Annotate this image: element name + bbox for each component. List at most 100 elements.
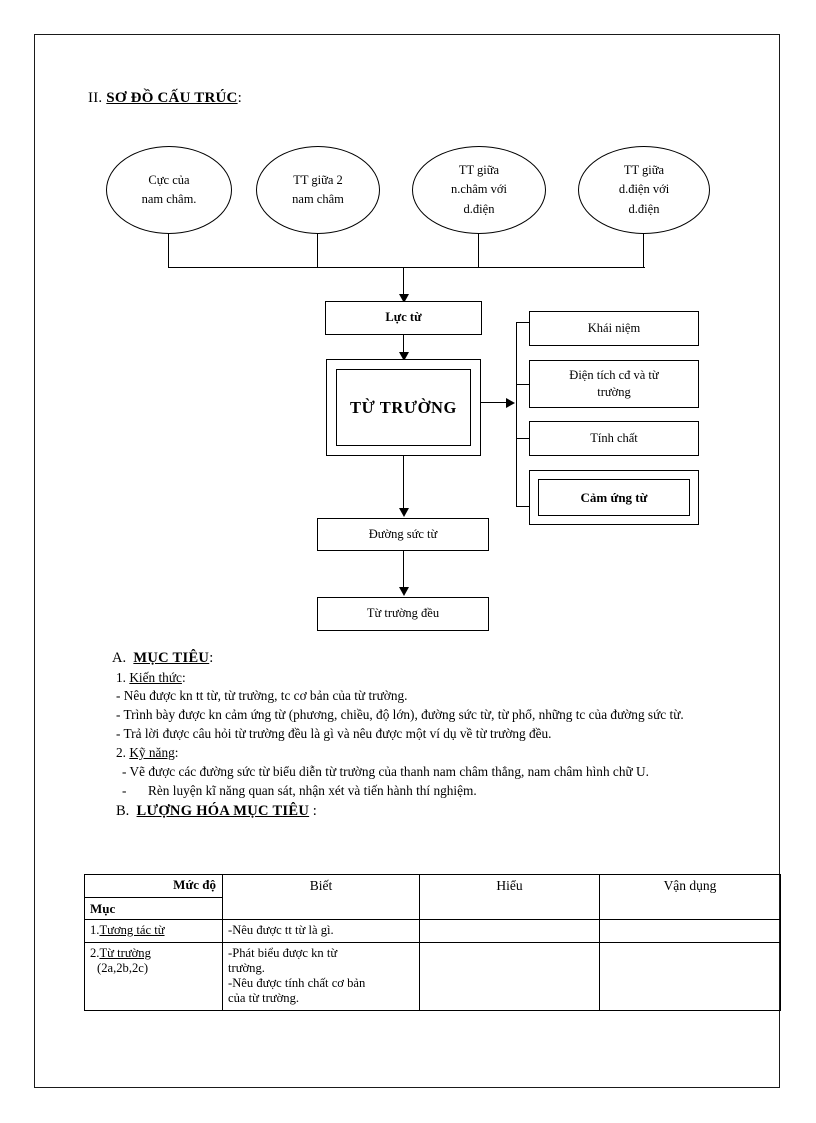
- table-row-2-van-dung: [599, 942, 781, 1011]
- connector-ellipse-4-stub: [643, 232, 645, 268]
- heading-b-luong-hoa-muc-tieu: B. LƯỢNG HÓA MỤC TIÊU :: [112, 801, 732, 822]
- box-tu-truong-deu-label: Từ trường đều: [366, 606, 440, 621]
- subheading-2-title: Kỹ năng: [129, 745, 175, 761]
- connector-branch-vertical-bus: [516, 322, 518, 507]
- connector-branch-3-stub: [516, 438, 530, 440]
- ellipse-2-line-2: nam châm: [292, 192, 344, 206]
- connector-luc-tu-to-tu-truong: [403, 335, 405, 357]
- connector-ellipse-3-stub: [478, 232, 480, 268]
- table-row: 1.Tương tác từ -Nêu được tt từ là gì.: [84, 919, 781, 943]
- page-border: [34, 34, 780, 1088]
- box-tu-truong: TỪ TRƯỜNG: [326, 359, 481, 456]
- objectives-section: A. MỤC TIÊU: 1. Kiến thức: - Nêu được kn…: [112, 648, 732, 821]
- table-row: 2.Từ trường (2a,2b,2c) -Phát biểu được k…: [84, 942, 781, 1011]
- table-row-1-number: 1.: [90, 923, 100, 937]
- table-row-2-biet-line-2: trường.: [228, 961, 265, 975]
- connector-duong-suc-tu-to-tu-truong-deu: [403, 551, 405, 591]
- table-row-2-biet: -Phát biểu được kn từ trường. -Nêu được …: [222, 942, 420, 1011]
- table-row-1-text: Tương tác từ: [99, 923, 165, 937]
- subheading-1-title: Kiến thức: [129, 669, 182, 685]
- table-row-1-biet-line-1: -Nêu được tt từ là gì.: [228, 923, 334, 937]
- ellipse-2-line-1: TT giữa 2: [293, 172, 343, 187]
- box-tinh-chat-label: Tính chất: [590, 430, 638, 445]
- table-header-van-dung: Vận dụng: [599, 874, 781, 920]
- objective-ky-nang-item-1: - Vẽ được các đường sức từ biểu diễn từ …: [122, 763, 649, 779]
- box-khai-niem-label: Khái niệm: [587, 320, 641, 335]
- table-row-2-biet-line-3: -Nêu được tính chất cơ bản: [228, 976, 366, 990]
- table-row-2-biet-line-4: của từ trường.: [228, 991, 300, 1005]
- connector-ellipse-2-stub: [317, 232, 319, 268]
- box-duong-suc-tu-label: Đường sức từ: [368, 526, 438, 541]
- arrow-into-duong-suc-tu: [399, 508, 409, 517]
- objective-ky-nang-item-2-dash: -: [122, 782, 127, 798]
- table-row-2-text: Từ trường: [99, 946, 151, 960]
- section-heading-title: SƠ ĐỒ CẤU TRÚC: [106, 90, 238, 106]
- box-dien-tich-label-line-1: Điện tích cđ và từ: [569, 367, 659, 382]
- connector-ellipse-1-stub: [168, 232, 170, 268]
- connector-tu-truong-to-duong-suc-tu: [403, 456, 405, 512]
- subheading-1-colon: :: [181, 669, 186, 685]
- box-dien-tich-cd-va-tu-truong: Điện tích cđ và từ trường: [529, 360, 699, 408]
- connector-branch-4-stub: [516, 506, 530, 508]
- ellipse-tt-giua-2-nam-cham: TT giữa 2 nam châm: [256, 146, 380, 234]
- ellipse-4-line-3: d.điện: [628, 201, 660, 216]
- table-row-1-van-dung: [599, 919, 781, 943]
- box-luc-tu-label: Lực từ: [385, 310, 422, 325]
- table-row-1-biet: -Nêu được tt từ là gì.: [222, 919, 420, 943]
- subheading-ky-nang: 2. Kỹ năng:: [112, 744, 732, 763]
- connector-tu-truong-to-branch-bus: [481, 402, 507, 404]
- heading-a-muc-tieu: A. MỤC TIÊU:: [112, 648, 732, 669]
- arrow-into-luc-tu: [399, 294, 409, 303]
- subheading-1-number: 1.: [116, 669, 126, 685]
- connector-branch-1-stub: [516, 322, 530, 324]
- heading-b-title: LƯỢNG HÓA MỤC TIÊU: [136, 802, 310, 819]
- box-cam-ung-tu-inner: Cảm ứng từ: [538, 479, 690, 516]
- arrow-into-branch-bus: [506, 398, 515, 408]
- box-khai-niem: Khái niệm: [529, 311, 699, 346]
- connector-branch-2-stub: [516, 384, 530, 386]
- objective-kien-thuc-item-3: - Trả lời được câu hỏi từ trường đều là …: [116, 726, 552, 742]
- subheading-kien-thuc: 1. Kiến thức:: [112, 669, 732, 688]
- box-duong-suc-tu: Đường sức từ: [317, 518, 489, 551]
- heading-a-letter: A.: [112, 650, 127, 666]
- objective-kien-thuc-item-2: - Trình bày được kn cảm ứng từ (phương, …: [116, 707, 684, 723]
- section-heading: II. SƠ ĐỒ CẤU TRÚC:: [88, 90, 242, 107]
- table-header-hieu: Hiểu: [419, 874, 600, 920]
- ellipse-3-line-1: TT giữa: [458, 162, 500, 177]
- table-row-2-sublabel: (2a,2b,2c): [97, 961, 149, 975]
- table-header-biet: Biết: [222, 874, 420, 920]
- box-tinh-chat: Tính chất: [529, 421, 699, 456]
- box-tu-truong-label: TỪ TRƯỜNG: [349, 397, 457, 417]
- box-dien-tich-label-line-2: trường: [597, 385, 631, 399]
- heading-b-colon: :: [312, 802, 317, 819]
- table-corner-cell: Mức độ Mục: [84, 874, 223, 920]
- table-row-1-hieu: [419, 919, 600, 943]
- connector-horizontal-bus: [168, 267, 645, 269]
- subheading-2-number: 2.: [116, 745, 126, 761]
- section-heading-colon: :: [237, 90, 242, 106]
- heading-b-letter: B.: [116, 802, 130, 819]
- table-row-2-number: 2.: [90, 946, 100, 960]
- connector-bus-to-luc-tu: [403, 267, 405, 295]
- box-luc-tu: Lực từ: [325, 301, 482, 335]
- arrow-into-tu-truong-deu: [399, 587, 409, 596]
- box-cam-ung-tu: Cảm ứng từ: [529, 470, 699, 525]
- ellipse-1-line-2: nam châm.: [141, 192, 197, 206]
- ellipse-4-line-1: TT giữa: [623, 162, 665, 177]
- objective-ky-nang-item-2-text: Rèn luyện kĩ năng quan sát, nhận xét và …: [148, 782, 477, 798]
- ellipse-1-line-1: Cực của: [148, 172, 190, 187]
- section-heading-number: II.: [88, 90, 103, 106]
- objective-kien-thuc-item-1: - Nêu được kn tt từ, từ trường, tc cơ bả…: [116, 688, 408, 704]
- table-row-2-label: 2.Từ trường (2a,2b,2c): [84, 942, 223, 1011]
- table-corner-muc-do: Mức độ: [173, 877, 216, 892]
- ellipse-cuc-cua-nam-cham: Cực của nam châm.: [106, 146, 232, 234]
- objectives-quantification-table: Mức độ Mục Biết Hiểu Vận dụng 1.Tương tá…: [84, 874, 781, 1011]
- ellipse-3-line-2: n.châm với: [451, 182, 507, 197]
- box-tu-truong-deu: Từ trường đều: [317, 597, 489, 631]
- table-corner-muc: Mục: [90, 901, 116, 916]
- ellipse-tt-giua-ddien-voi-ddien: TT giữa d.điện với d.điện: [578, 146, 710, 234]
- heading-a-colon: :: [209, 650, 214, 666]
- ellipse-tt-giua-ncham-voi-ddien: TT giữa n.châm với d.điện: [412, 146, 546, 234]
- table-row-2-biet-line-1: -Phát biểu được kn từ: [228, 946, 338, 960]
